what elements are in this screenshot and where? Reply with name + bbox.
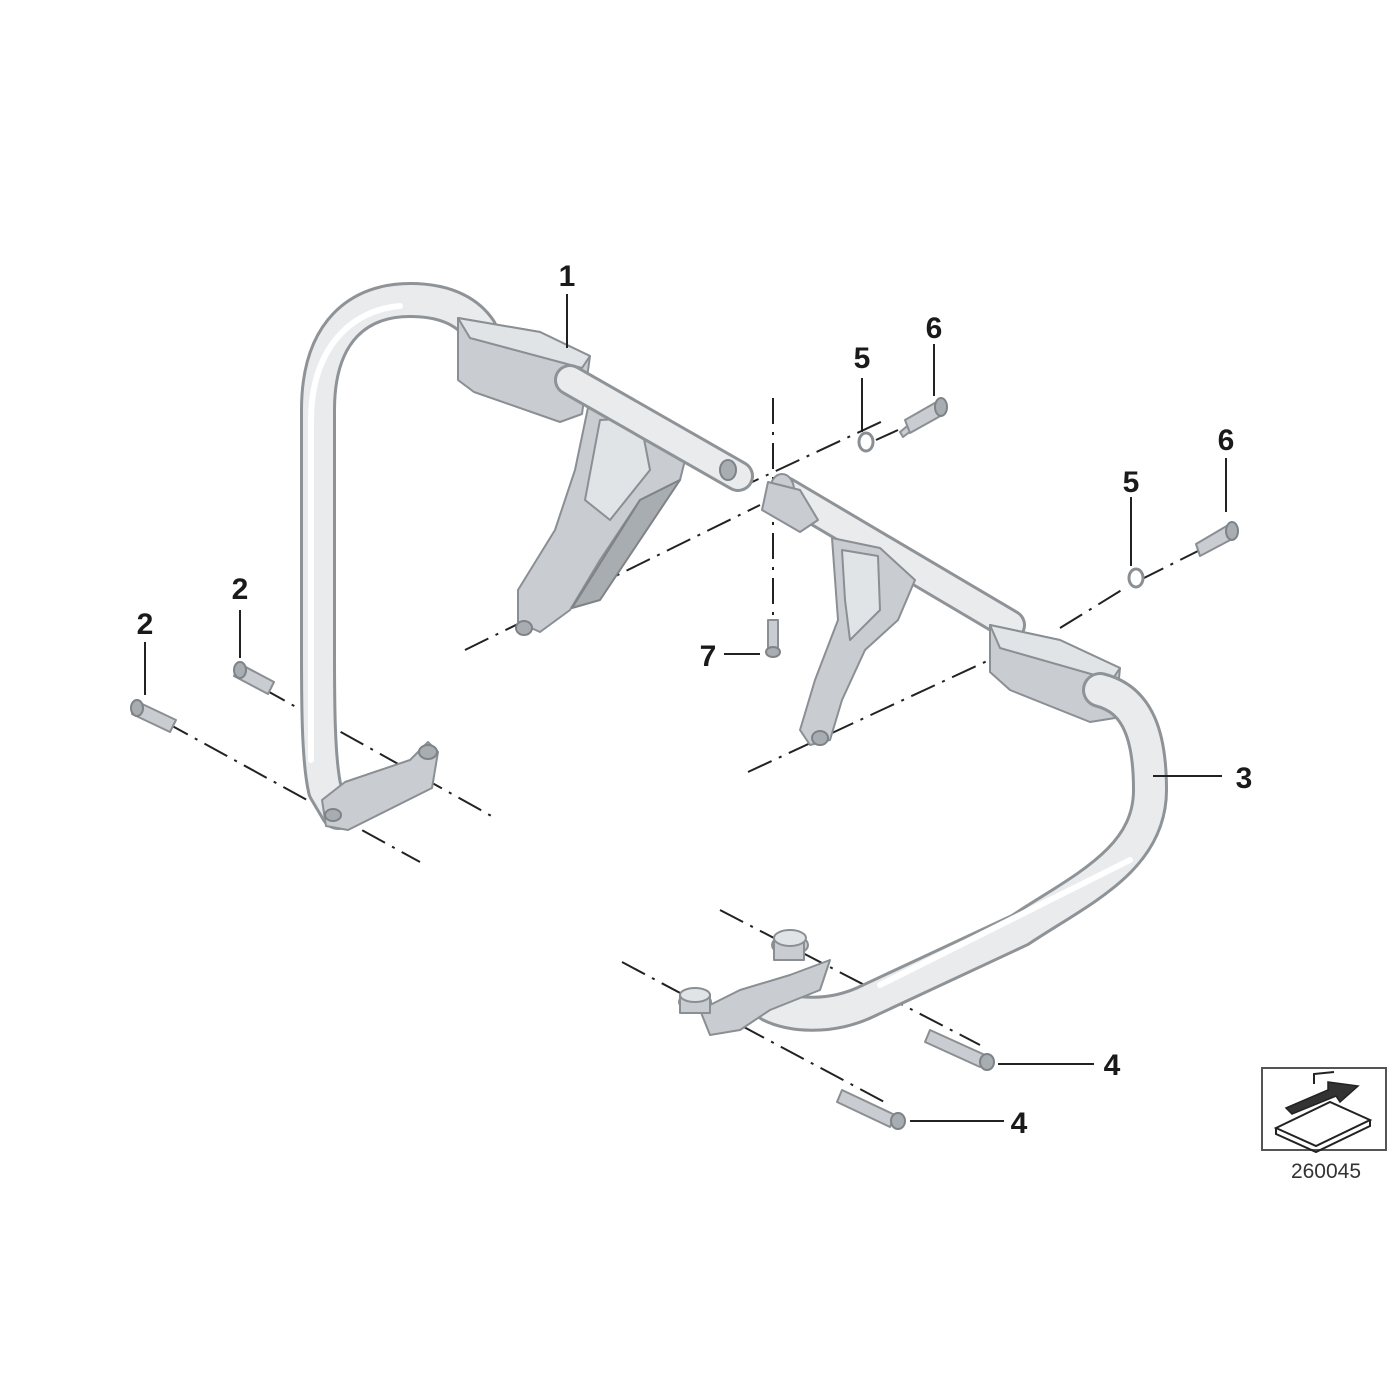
- screw-7: [765, 619, 781, 658]
- figure-number: 260045: [1291, 1160, 1361, 1183]
- washer-5-upper: [857, 431, 875, 453]
- arrow-plate-icon: [1273, 1071, 1373, 1154]
- callout-5-lower: 5: [1123, 466, 1140, 499]
- right-lower-mount: [699, 959, 831, 1036]
- callout-4-lower: 4: [1011, 1107, 1028, 1140]
- bolt-4-lower: [836, 1089, 906, 1130]
- callout-2-upper: 2: [232, 573, 249, 606]
- bolt-2-lower: [130, 699, 177, 733]
- center-sleeve: [761, 481, 819, 533]
- right-support-bracket: [799, 537, 916, 746]
- callout-6-lower: 6: [1218, 424, 1235, 457]
- washer-5-lower: [1127, 567, 1145, 589]
- assembly-axis-lines: [164, 398, 1201, 1106]
- bolt-2-upper: [233, 661, 275, 695]
- fasteners: [130, 397, 1239, 1130]
- callout-5-upper: 5: [854, 342, 871, 375]
- part-1-left-crash-bar: [300, 282, 754, 831]
- callout-6-upper: 6: [926, 312, 943, 345]
- leader-lines: [144, 294, 1227, 1122]
- callout-4-upper: 4: [1104, 1049, 1121, 1082]
- callout-2-lower: 2: [137, 608, 154, 641]
- callout-3: 3: [1236, 762, 1253, 795]
- part-3-right-crash-bar: [678, 473, 1168, 1036]
- figure-symbol-box: 260045: [1261, 1067, 1387, 1183]
- bolt-6-upper: [875, 397, 948, 441]
- bolt-4-upper: [924, 1029, 995, 1071]
- callout-1: 1: [559, 260, 576, 293]
- callout-7: 7: [700, 640, 717, 673]
- callout-labels: 1 2 2 3 4 4 5 5 6 6 7: [137, 260, 1253, 1140]
- bolt-6-lower: [1195, 521, 1239, 557]
